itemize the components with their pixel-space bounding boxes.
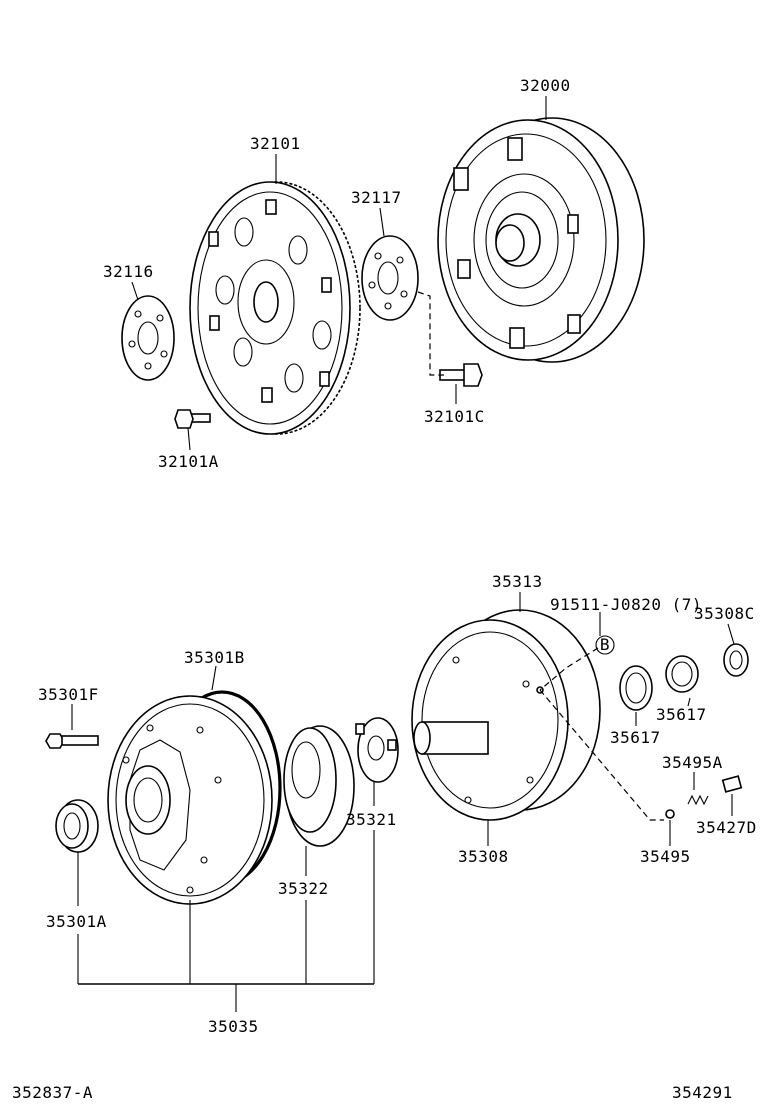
label-35035: 35035 xyxy=(208,1017,259,1036)
seal-35308c xyxy=(723,643,749,677)
label-32000: 32000 xyxy=(520,76,571,95)
label-35321: 35321 xyxy=(346,810,397,829)
label-32117: 32117 xyxy=(351,188,402,207)
label-32116: 32116 xyxy=(103,262,154,281)
label-32101c: 32101C xyxy=(424,407,485,426)
diagram-code-left: 352837-A xyxy=(12,1083,93,1102)
pump-body xyxy=(107,690,282,905)
label-35495: 35495 xyxy=(640,847,691,866)
oil-seal-35301a xyxy=(55,799,99,853)
label-32101: 32101 xyxy=(250,134,301,153)
label-35495a: 35495A xyxy=(662,753,723,772)
label-35427d: 35427D xyxy=(696,818,757,837)
label-35617-left: 35617 xyxy=(610,728,661,747)
drive-gear-35321 xyxy=(355,717,399,783)
bolt-32101c xyxy=(439,363,483,387)
label-35301b: 35301B xyxy=(184,648,245,667)
label-35301f: 35301F xyxy=(38,685,99,704)
leader-lines-bottom xyxy=(71,592,735,1012)
label-35301a: 35301A xyxy=(46,912,107,931)
reference-b-label: B xyxy=(600,635,610,654)
flexplate xyxy=(189,181,361,435)
label-35322: 35322 xyxy=(278,879,329,898)
seal-ring-35617-b xyxy=(665,655,699,693)
spring-35495a xyxy=(687,794,709,806)
label-35313: 35313 xyxy=(492,572,543,591)
torque-converter xyxy=(437,117,645,363)
label-35308c: 35308C xyxy=(694,604,755,623)
label-35617-right: 35617 xyxy=(656,705,707,724)
driven-gear-35322 xyxy=(283,725,355,847)
spacer-plate-32116 xyxy=(121,295,175,381)
leader-lines-top xyxy=(131,96,547,451)
drive-plate-32117 xyxy=(361,235,419,321)
label-91511-j0820: 91511-J0820 (7) xyxy=(550,595,702,614)
plug-35427d xyxy=(721,775,743,793)
diagram-code-right: 354291 xyxy=(672,1083,733,1102)
label-35308: 35308 xyxy=(458,847,509,866)
seal-ring-35617-a xyxy=(619,665,653,711)
ball-35495 xyxy=(665,809,675,819)
bolt-35301f xyxy=(45,733,99,749)
reference-b-circle xyxy=(595,635,615,655)
label-32101a: 32101A xyxy=(158,452,219,471)
bolt-32101a xyxy=(174,409,211,429)
stator-shaft-35308 xyxy=(411,609,601,821)
